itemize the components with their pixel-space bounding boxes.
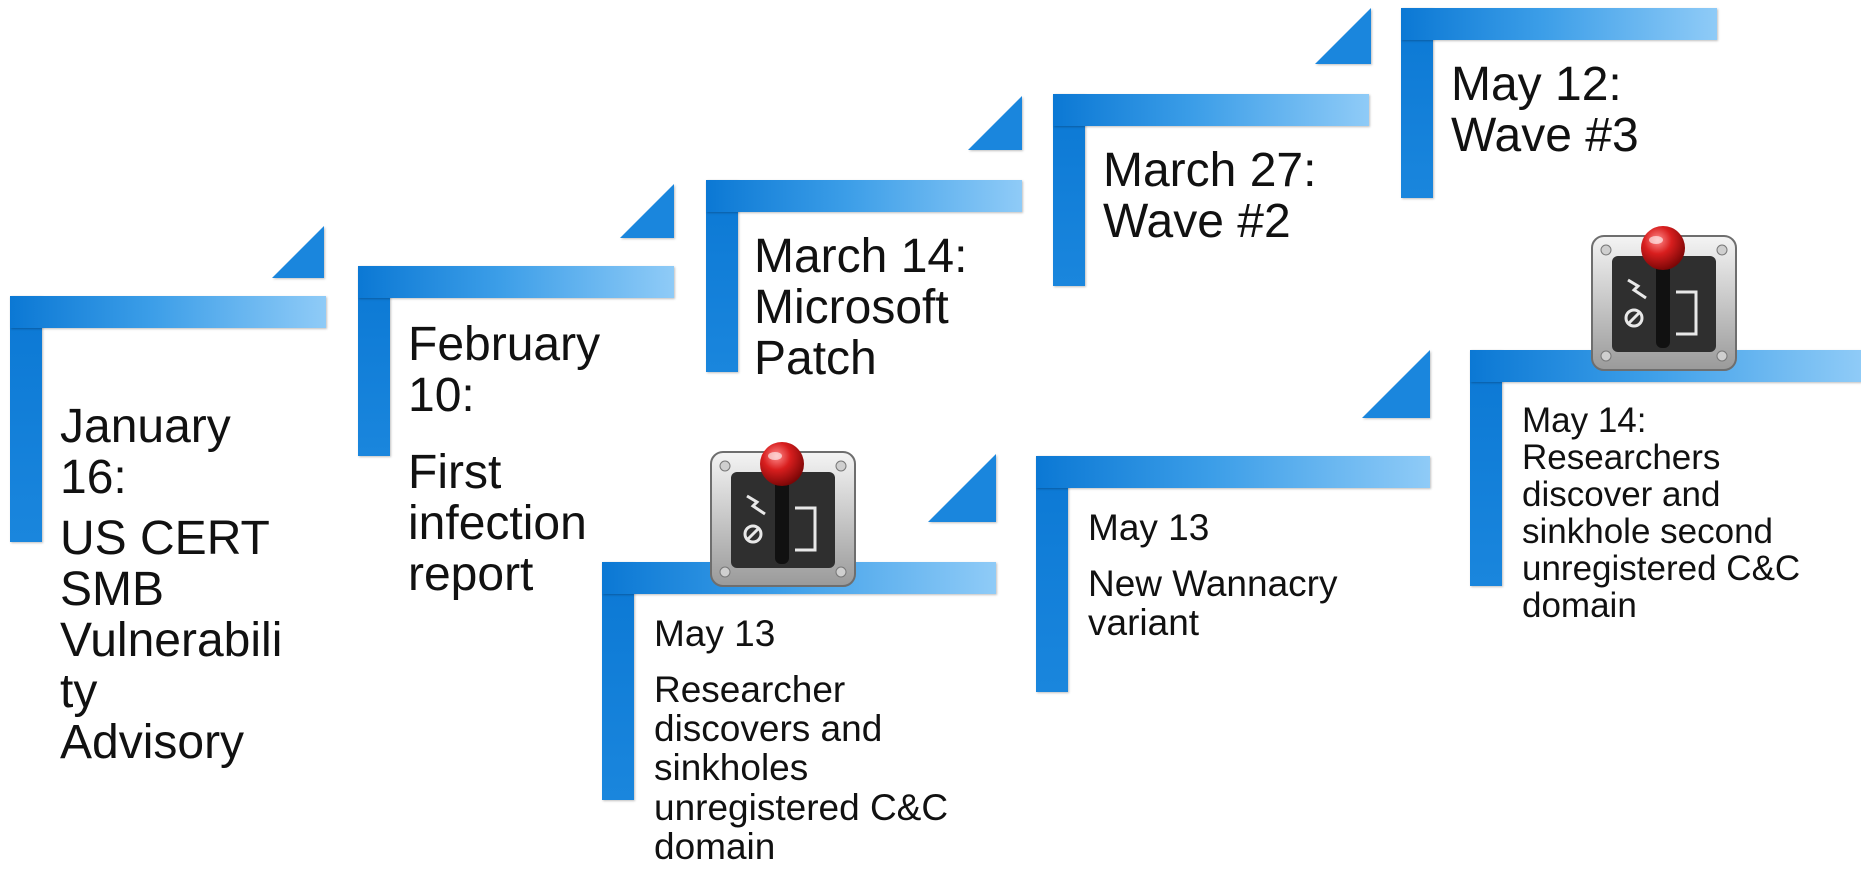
step-arrow-mar27	[1315, 8, 1371, 64]
timeline-step-jan16: January 16: US CERT SMB Vulnerabili ty A…	[10, 226, 326, 767]
timeline-step-feb10: February 10: First infection report	[358, 184, 674, 600]
step-vertical-bar-may14	[1470, 350, 1502, 586]
step-date-jan16: January 16:	[60, 400, 231, 504]
step-horizontal-bar-may12	[1401, 8, 1717, 40]
step-event-feb10: First infection report	[408, 446, 587, 601]
timeline-step-mar27: March 27: Wave #2	[1053, 8, 1371, 286]
step-date-may12: May 12: Wave #3	[1451, 58, 1639, 162]
step-date-may13-variant: May 13	[1088, 507, 1210, 548]
kill-switch-icon	[1591, 226, 1737, 371]
step-date-mar27: March 27: Wave #2	[1103, 144, 1317, 248]
step-horizontal-bar-jan16	[10, 296, 326, 328]
step-arrow-jan16	[272, 226, 324, 278]
step-horizontal-bar-mar27	[1053, 94, 1369, 126]
step-vertical-bar-mar14	[706, 180, 738, 372]
step-horizontal-bar-feb10	[358, 266, 674, 298]
step-date-mar14: March 14: Microsoft Patch	[754, 230, 968, 385]
step-vertical-bar-mar27	[1053, 94, 1085, 286]
step-arrow-may13-variant	[1362, 350, 1430, 418]
step-event-may13-researcher: Researcher discovers and sinkholes unreg…	[654, 669, 949, 867]
step-vertical-bar-jan16	[10, 296, 42, 542]
step-vertical-bar-may13-variant	[1036, 456, 1068, 692]
step-event-may13-variant: New Wannacry variant	[1088, 563, 1338, 644]
step-event-jan16: US CERT SMB Vulnerabili ty Advisory	[60, 512, 283, 769]
kill-switch-icon	[710, 442, 856, 587]
step-date-may13-researcher: May 13	[654, 613, 776, 654]
timeline-step-may14: May 14: Researchers discover and sinkhol…	[1470, 350, 1861, 624]
step-date-may14: May 14: Researchers discover and sinkhol…	[1522, 401, 1801, 626]
step-horizontal-bar-mar14	[706, 180, 1022, 212]
timeline-step-may13-researcher: May 13 Researcher discovers and sinkhole…	[602, 454, 996, 866]
step-arrow-may13-researcher	[928, 454, 996, 522]
timeline-step-may12: May 12: Wave #3	[1401, 8, 1717, 198]
step-arrow-mar14	[968, 96, 1022, 150]
step-date-feb10: February 10:	[408, 318, 601, 422]
step-horizontal-bar-may13-variant	[1036, 456, 1430, 488]
step-arrow-feb10	[620, 184, 674, 238]
step-vertical-bar-may13-researcher	[602, 562, 634, 800]
timeline-step-mar14: March 14: Microsoft Patch	[706, 96, 1022, 384]
timeline-step-may13-variant: May 13 New Wannacry variant	[1036, 350, 1430, 692]
